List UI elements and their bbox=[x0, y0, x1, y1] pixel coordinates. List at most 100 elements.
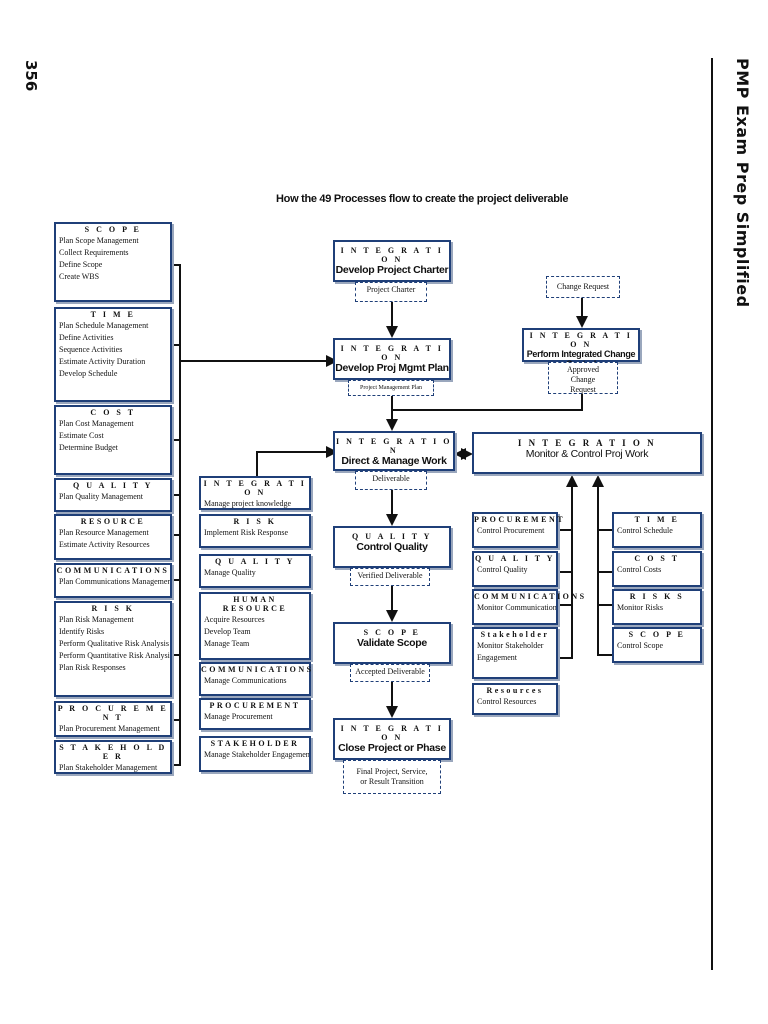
box-items: Plan Communications Management bbox=[56, 575, 170, 588]
integrated-change-control-box: I N T E G R A T I O N Perform Integrated… bbox=[522, 328, 640, 369]
box-header: STAKEHOLDER bbox=[210, 739, 300, 748]
box-header: C O S T bbox=[90, 408, 136, 417]
quality-box: Q U A L I T Y Control Quality bbox=[472, 551, 558, 587]
output-box: Project Management Plan bbox=[348, 380, 434, 396]
process-item: Manage project knowledge bbox=[204, 499, 292, 508]
box-header: I N T E G R A T I O N bbox=[340, 724, 444, 742]
process-item: Plan Quality Management bbox=[59, 492, 143, 501]
process-item: Monitor Stakeholder bbox=[477, 641, 544, 650]
box-header: COMMUNICATIONS bbox=[201, 665, 314, 674]
box-header: HUMAN RESOURCE bbox=[222, 595, 288, 613]
box-items: Control Procurement bbox=[474, 524, 556, 537]
process-item: Determine Budget bbox=[59, 443, 118, 452]
box-items: Control Quality bbox=[474, 563, 556, 576]
process-item: Plan Stakeholder Management bbox=[59, 763, 158, 772]
output-box: Project Charter bbox=[355, 282, 427, 302]
process-item: Define Scope bbox=[59, 260, 103, 269]
change-request-label: Change Request bbox=[556, 282, 610, 291]
output-box: Final Project, Service, or Result Transi… bbox=[343, 760, 441, 794]
box-title: Develop Project Charter bbox=[335, 264, 449, 276]
process-item: Manage Stakeholder Engagement bbox=[204, 750, 309, 759]
process-item: Manage Communications bbox=[204, 676, 287, 685]
process-item: Perform Qualitative Risk Analysis bbox=[59, 639, 169, 648]
box-title: Control Quality bbox=[356, 541, 428, 553]
process-item: Control Resources bbox=[477, 697, 537, 706]
output-label: Final Project, Service, or Result Transi… bbox=[356, 767, 428, 786]
approved-change-request-box: Approved Change Request bbox=[548, 362, 618, 394]
box-items: Control Schedule bbox=[614, 524, 700, 537]
approved-change-request-label: Approved Change Request bbox=[567, 365, 599, 394]
box-title: Validate Scope bbox=[357, 637, 427, 649]
process-item: Plan Communications Management bbox=[59, 577, 170, 586]
box-title: Direct & Manage Work bbox=[341, 455, 447, 467]
box-header: RESOURCE bbox=[80, 517, 146, 526]
title-rule bbox=[711, 58, 713, 970]
process-item: Plan Schedule Management bbox=[59, 321, 149, 330]
procurement-box: PROCUREMENT Control Procurement bbox=[472, 512, 566, 548]
process-item: Plan Cost Management bbox=[59, 419, 134, 428]
scope-box: S C O P E Control Scope bbox=[612, 627, 702, 663]
box-header: PROCUREMENT bbox=[474, 515, 566, 524]
procurement-box: P R O C U R E M E N T Plan Procurement Ma… bbox=[54, 701, 172, 737]
quality-box: Q U A L I T Y Manage Quality bbox=[199, 554, 311, 588]
box-items: Control Costs bbox=[614, 563, 700, 576]
process-item: Identify Risks bbox=[59, 627, 105, 636]
box-header: I N T E G R A T I O N bbox=[340, 344, 444, 362]
box-header: R I S K bbox=[91, 604, 135, 613]
output-box: Verified Deliverable bbox=[350, 568, 430, 586]
box-items: Manage Communications bbox=[201, 674, 309, 687]
box-items: Control Resources bbox=[474, 695, 556, 708]
process-item: Control Costs bbox=[617, 565, 662, 574]
box-header: R I S K S bbox=[629, 592, 685, 601]
process-item: Estimate Activity Resources bbox=[59, 540, 150, 549]
box-items: Plan Stakeholder Management bbox=[56, 761, 170, 774]
box-header: I N T E G R A T I O N bbox=[203, 479, 307, 497]
process-item: Engagement bbox=[477, 653, 517, 662]
box-header: P R O C U R E M E N T bbox=[57, 704, 169, 722]
box-items: Manage Quality bbox=[201, 566, 309, 579]
box-header: COMMUNICATIONS bbox=[56, 566, 170, 575]
output-label: Deliverable bbox=[372, 474, 410, 483]
box-title: Close Project or Phase bbox=[338, 742, 446, 754]
process-item: Control Quality bbox=[477, 565, 528, 574]
box-header: Resources bbox=[486, 686, 544, 695]
box-title: Monitor & Control Proj Work bbox=[525, 448, 649, 460]
quality-box: Q U A L I T Y Plan Quality Management bbox=[54, 478, 172, 512]
process-item: Plan Procurement Management bbox=[59, 724, 160, 733]
process-item: Manage Quality bbox=[204, 568, 256, 577]
process-item: Create WBS bbox=[59, 272, 100, 281]
communications-box: COMMUNICATIONS Plan Communications Manage… bbox=[54, 563, 172, 598]
process-item: Plan Risk Management bbox=[59, 615, 134, 624]
integration-box: I N T E G R A T I O N Manage project know… bbox=[199, 476, 311, 510]
process-item: Control Procurement bbox=[477, 526, 545, 535]
box-title: Develop Proj Mgmt Plan bbox=[335, 362, 449, 374]
box-header: S C O P E bbox=[628, 630, 686, 639]
cost-box: C O S T Control Costs bbox=[612, 551, 702, 587]
box-header: Q U A L I T Y bbox=[215, 557, 295, 566]
box-header: R I S K bbox=[233, 517, 277, 526]
stakeholder-box: STAKEHOLDER Manage Stakeholder Engagement bbox=[199, 736, 311, 772]
box-header: Stakeholder bbox=[480, 630, 550, 639]
process-item: Plan Risk Responses bbox=[59, 663, 126, 672]
output-label: Accepted Deliverable bbox=[355, 667, 425, 676]
box-header: C O S T bbox=[634, 554, 680, 563]
process-item: Control Scope bbox=[617, 641, 663, 650]
box-header: Q U A L I T Y bbox=[475, 554, 555, 563]
box-header: I N T E G R A T I O N bbox=[340, 246, 444, 264]
box-header: COMMUNICATIONS bbox=[474, 592, 587, 601]
box-header: Q U A L I T Y bbox=[73, 481, 153, 490]
